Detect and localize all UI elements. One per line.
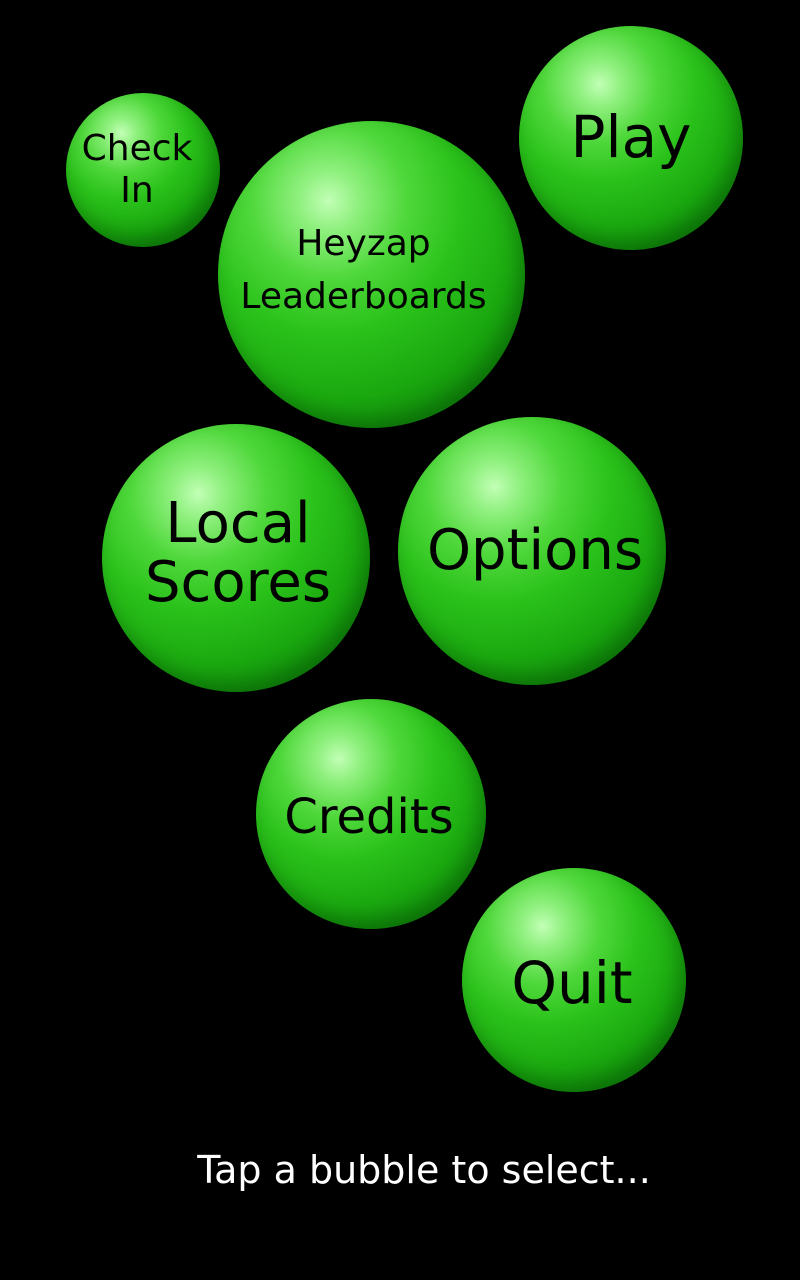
check-in-label: Check In — [81, 127, 193, 211]
heyzap-leaderboards-label: Heyzap Leaderboards — [240, 223, 487, 317]
options-bubble[interactable]: Options — [398, 417, 666, 685]
heyzap-leaderboards-bubble[interactable]: Heyzap Leaderboards — [218, 121, 525, 428]
play-bubble[interactable]: Play — [519, 26, 743, 250]
check-in-bubble[interactable]: Check In — [66, 93, 220, 247]
instruction-text: Tap a bubble to select... — [197, 1148, 651, 1192]
quit-label: Quit — [511, 949, 633, 1018]
options-label: Options — [426, 518, 644, 584]
local-scores-bubble[interactable]: Local Scores — [102, 424, 370, 692]
local-scores-label: Local Scores — [144, 491, 332, 615]
quit-bubble[interactable]: Quit — [462, 868, 686, 1092]
credits-bubble[interactable]: Credits — [256, 699, 486, 929]
credits-label: Credits — [284, 788, 454, 845]
play-label: Play — [570, 103, 692, 172]
